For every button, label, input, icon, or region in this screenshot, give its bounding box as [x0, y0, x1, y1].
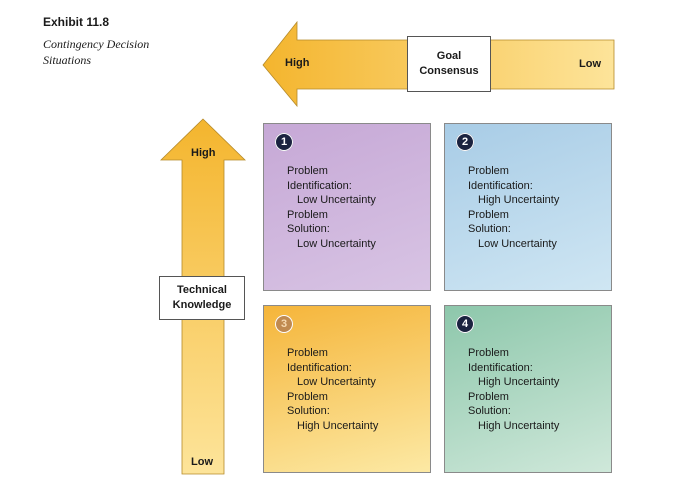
- technical-high-label: High: [191, 147, 216, 159]
- goal-consensus-label-line1: Goal: [436, 50, 462, 62]
- solution-value: Low Uncertainty: [478, 237, 557, 250]
- solution-label: Problem: [287, 208, 328, 221]
- solution-value: High Uncertainty: [297, 419, 379, 432]
- exhibit-title: Contingency Decision Situations: [43, 36, 183, 68]
- problem-id-value: Low Uncertainty: [297, 376, 376, 388]
- problem-id-value: High Uncertainty: [478, 376, 560, 388]
- problem-id-label: Problem: [287, 165, 328, 177]
- problem-id-value: High Uncertainty: [478, 194, 560, 206]
- quadrant-3: 3 Problem Identification: Low Uncertaint…: [263, 305, 431, 473]
- solution-sub: Solution:: [287, 405, 330, 417]
- solution-sub: Solution:: [468, 405, 511, 417]
- problem-id-value: Low Uncertainty: [297, 194, 376, 206]
- quadrant-number-badge: 1: [275, 133, 293, 151]
- solution-sub: Solution:: [287, 223, 330, 235]
- technical-low-label: Low: [191, 456, 213, 468]
- quadrant-4: 4 Problem Identification: High Uncertain…: [444, 305, 612, 473]
- problem-id-sub: Identification:: [468, 179, 533, 192]
- solution-sub: Solution:: [468, 223, 511, 235]
- technical-knowledge-label-line2: Knowledge: [172, 299, 232, 311]
- solution-value: High Uncertainty: [478, 419, 560, 432]
- quadrant-2: 2 Problem Identification: High Uncertain…: [444, 123, 612, 291]
- solution-label: Problem: [287, 390, 328, 403]
- technical-knowledge-box: Technical Knowledge: [159, 276, 245, 320]
- quadrant-text: Problem Identification: High Uncertainty…: [468, 164, 559, 251]
- quadrant-text: Problem Identification: Low Uncertainty …: [287, 346, 378, 433]
- goal-low-label: Low: [579, 58, 601, 70]
- quadrant-number-badge: 3: [275, 315, 293, 333]
- quadrant-text: Problem Identification: High Uncertainty…: [468, 346, 559, 433]
- exhibit-title-line2: Situations: [43, 53, 92, 67]
- problem-id-label: Problem: [468, 165, 509, 177]
- solution-value: Low Uncertainty: [297, 237, 376, 250]
- quadrant-text: Problem Identification: Low Uncertainty …: [287, 164, 376, 251]
- solution-label: Problem: [468, 208, 509, 221]
- problem-id-sub: Identification:: [468, 361, 533, 374]
- goal-high-label: High: [285, 57, 310, 69]
- quadrant-number-badge: 4: [456, 315, 474, 333]
- problem-id-sub: Identification:: [287, 179, 352, 192]
- problem-id-label: Problem: [468, 347, 509, 359]
- technical-knowledge-label-line1: Technical: [177, 284, 227, 296]
- exhibit-title-line1: Contingency Decision: [43, 37, 150, 51]
- exhibit-label: Exhibit 11.8: [43, 15, 110, 29]
- goal-consensus-box: Goal Consensus: [407, 36, 491, 92]
- solution-label: Problem: [468, 390, 509, 403]
- quadrant-number-badge: 2: [456, 133, 474, 151]
- problem-id-sub: Identification:: [287, 361, 352, 374]
- problem-id-label: Problem: [287, 347, 328, 359]
- goal-consensus-label-line2: Consensus: [419, 65, 479, 77]
- quadrant-1: 1 Problem Identification: Low Uncertaint…: [263, 123, 431, 291]
